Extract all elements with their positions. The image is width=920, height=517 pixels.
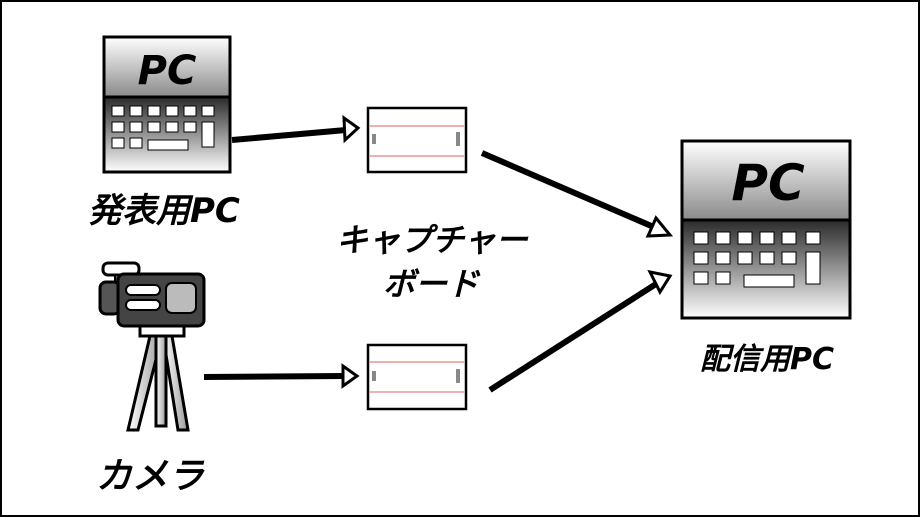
presentation-pc-screen-text: PC	[138, 48, 197, 94]
arrowhead-4	[647, 269, 673, 296]
capture-board-label-line2: ボード	[382, 265, 479, 303]
arrowhead-3	[645, 215, 674, 238]
presentation-pc-label: 発表用PC	[88, 191, 240, 231]
arrow-camera-to-capture	[203, 373, 347, 380]
streaming-pc-label: 配信用PC	[700, 342, 835, 377]
camera-icon	[98, 261, 206, 432]
streaming-pc-screen-text: PC	[731, 154, 805, 212]
arrowheads	[341, 114, 674, 389]
arrow-capture-to-streaming-bottom	[488, 281, 658, 393]
capture-board-top	[366, 106, 468, 174]
arrowhead-1	[342, 114, 361, 144]
arrowhead-2	[341, 363, 360, 389]
presentation-pc-icon: PC	[102, 35, 232, 174]
capture-board-label-line1: キャプチャー	[336, 221, 528, 259]
arrows	[203, 127, 658, 393]
arrow-pc-to-capture	[231, 127, 347, 143]
streaming-pc-icon: PC	[680, 139, 852, 320]
camera-label: カメラ	[96, 456, 205, 497]
arrow-capture-to-streaming-top	[480, 150, 658, 231]
capture-board-label: キャプチャー ボード	[336, 218, 528, 306]
capture-board-bottom	[366, 343, 468, 411]
